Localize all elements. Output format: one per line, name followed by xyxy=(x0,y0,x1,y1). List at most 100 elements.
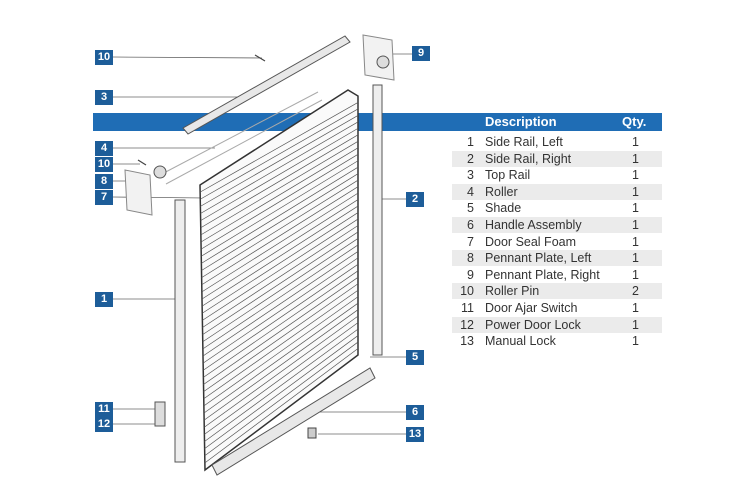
shade-slat xyxy=(202,251,359,357)
shade-slat xyxy=(203,264,359,371)
cell-num: 9 xyxy=(467,267,474,282)
pennant-plate-left xyxy=(124,165,167,216)
shade-slat xyxy=(200,134,359,229)
table-row: 8 Pennant Plate, Left 1 xyxy=(452,250,662,267)
callout-8: 8 xyxy=(95,174,113,189)
cell-qty: 1 xyxy=(632,317,639,332)
cell-desc: Shade xyxy=(485,201,522,216)
shade-slat xyxy=(202,231,359,335)
cell-qty: 1 xyxy=(632,218,639,232)
cell-qty: 1 xyxy=(632,135,639,149)
cell-desc: Side Rail, Left xyxy=(485,135,563,149)
callout-10: 10 xyxy=(95,50,113,65)
table-row: 6 Handle Assembly 1 xyxy=(452,217,662,233)
cell-num: 4 xyxy=(467,184,474,199)
callout-10b: 10 xyxy=(95,157,113,172)
header-description: Description xyxy=(485,114,557,129)
pennant-plate-right xyxy=(362,34,395,81)
cell-desc: Roller xyxy=(485,184,518,199)
shade-slat xyxy=(201,186,359,286)
callout-3: 3 xyxy=(95,90,113,105)
side-rail-left xyxy=(174,199,186,463)
cell-num: 13 xyxy=(460,334,474,349)
cell-desc: Handle Assembly xyxy=(485,218,582,232)
cell-desc: Manual Lock xyxy=(485,334,556,349)
shade-slat xyxy=(204,328,359,442)
table-row: 7 Door Seal Foam 1 xyxy=(452,234,662,250)
shade-slat xyxy=(201,173,359,271)
cell-num: 12 xyxy=(460,317,474,332)
shade-slat xyxy=(202,218,359,321)
roller-pin-left xyxy=(137,159,147,166)
shade-slat xyxy=(202,238,359,343)
table-row: 5 Shade 1 xyxy=(452,200,662,216)
cell-desc: Door Seal Foam xyxy=(485,234,577,249)
side-rail-right xyxy=(372,84,383,356)
cell-qty: 1 xyxy=(632,168,639,183)
cell-num: 2 xyxy=(467,151,474,166)
shade-slat xyxy=(200,115,359,207)
cell-qty: 1 xyxy=(632,151,639,166)
cell-desc: Top Rail xyxy=(485,168,531,183)
callout-9: 9 xyxy=(412,46,430,61)
cell-num: 10 xyxy=(460,284,474,299)
cell-qty: 1 xyxy=(632,267,639,282)
cell-desc: Power Door Lock xyxy=(485,317,581,332)
shade-slat xyxy=(201,205,359,307)
shade-slat xyxy=(203,289,359,400)
header-qty: Qty. xyxy=(622,114,647,129)
cell-qty: 1 xyxy=(632,251,639,266)
shade-slat xyxy=(201,160,359,257)
callout-1: 1 xyxy=(95,292,113,307)
callout-6: 6 xyxy=(406,405,424,420)
cell-qty: 1 xyxy=(632,201,639,216)
cell-qty: 1 xyxy=(632,334,639,349)
shade-slat xyxy=(203,283,359,392)
table-row: 2 Side Rail, Right 1 xyxy=(452,150,662,167)
door-lock-parts xyxy=(154,401,317,439)
shade-slat xyxy=(204,315,359,428)
cell-num: 5 xyxy=(467,201,474,216)
shade-slat xyxy=(200,141,359,236)
shade-slat xyxy=(201,166,359,264)
cell-num: 6 xyxy=(467,218,474,232)
shade-slat xyxy=(203,270,359,378)
cell-desc: Pennant Plate, Left xyxy=(485,251,592,266)
callout-13: 13 xyxy=(406,427,424,442)
shade-slat xyxy=(200,147,359,243)
cell-qty: 2 xyxy=(632,284,639,299)
shade-slat xyxy=(200,121,359,214)
cell-desc: Side Rail, Right xyxy=(485,151,572,166)
cell-num: 11 xyxy=(461,301,474,315)
handle-assembly xyxy=(211,367,376,476)
shade xyxy=(199,89,359,472)
shade-slat xyxy=(204,322,359,435)
shade-slat xyxy=(200,128,359,221)
table-row: 13 Manual Lock 1 xyxy=(452,333,662,349)
shade-slat xyxy=(201,179,359,278)
cell-desc: Door Ajar Switch xyxy=(485,301,578,315)
shade-slat xyxy=(204,348,359,464)
callout-11: 11 xyxy=(95,402,113,417)
roller xyxy=(159,91,323,185)
shade-slat xyxy=(201,199,359,300)
cell-num: 8 xyxy=(467,251,474,266)
shade-slat xyxy=(200,153,359,250)
cell-qty: 1 xyxy=(632,234,639,249)
shade-slat xyxy=(202,225,359,328)
shade-slat xyxy=(202,244,359,350)
callout-2: 2 xyxy=(406,192,424,207)
shade-slat xyxy=(201,192,359,293)
shade-slat xyxy=(199,102,359,193)
shade-slat xyxy=(204,335,359,449)
cell-num: 7 xyxy=(467,234,474,249)
shade-slat xyxy=(203,302,359,414)
shade-slat xyxy=(203,277,359,385)
callout-5: 5 xyxy=(406,350,424,365)
